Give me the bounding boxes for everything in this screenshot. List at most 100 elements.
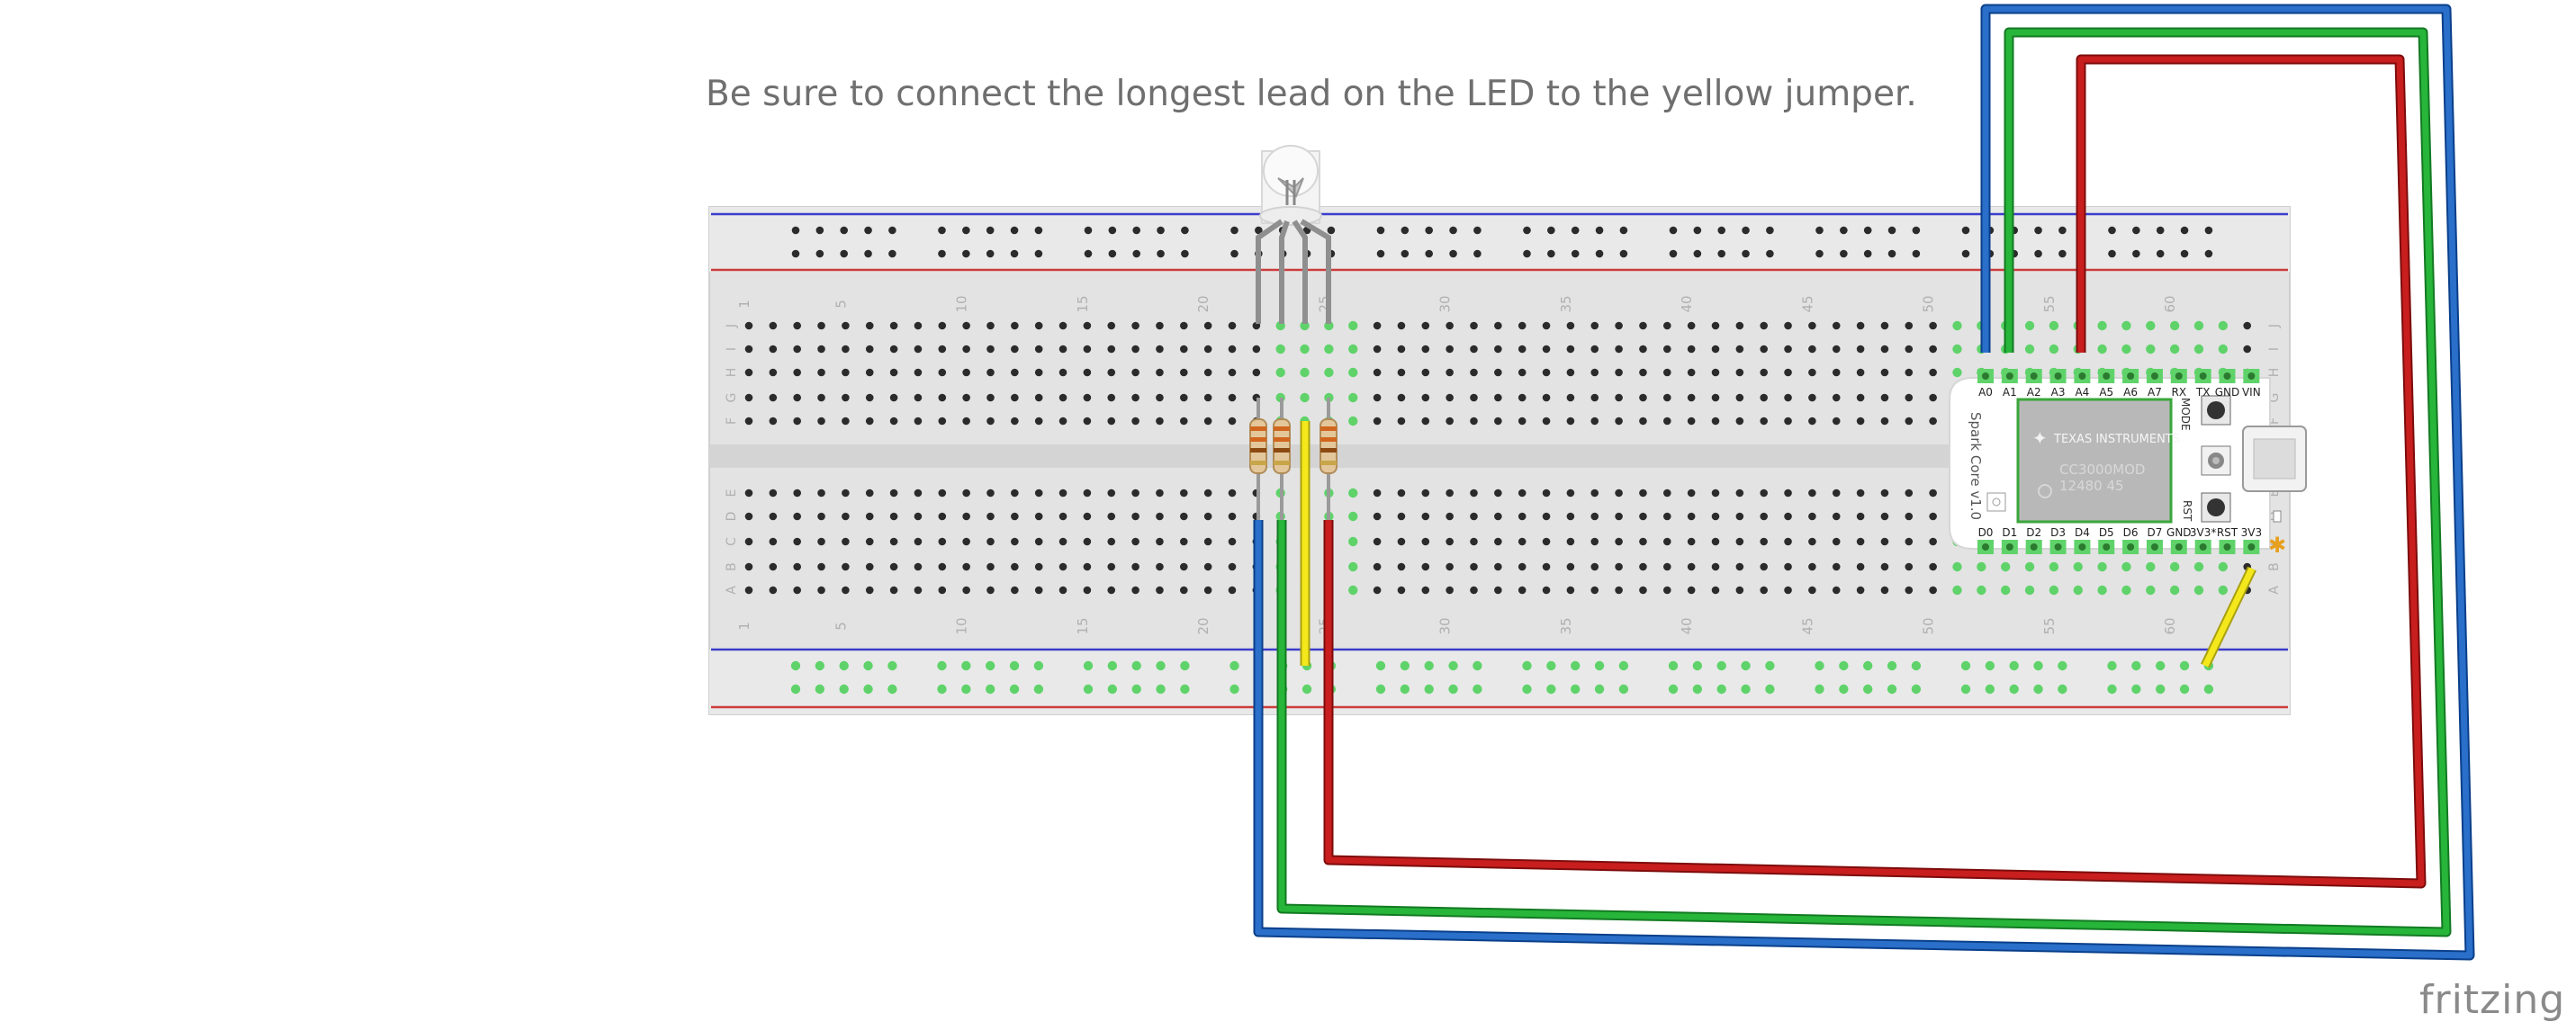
breadboard-hole	[1446, 586, 1454, 595]
rail-hole	[815, 226, 824, 235]
breadboard-hole	[1228, 512, 1237, 521]
breadboard-hole	[1663, 417, 1671, 426]
breadboard-hole	[817, 417, 825, 426]
breadboard-hole	[817, 512, 825, 521]
breadboard-hole	[962, 345, 970, 354]
breadboard-hole	[1542, 537, 1551, 546]
breadboard-hole	[1470, 586, 1478, 595]
column-number: 1	[736, 300, 752, 309]
rail-hole	[1523, 226, 1531, 235]
rail-hole	[791, 249, 800, 258]
breadboard-hole	[1615, 417, 1623, 426]
breadboard-hole	[889, 345, 898, 354]
breadboard-hole	[1397, 562, 1406, 571]
breadboard-hole	[1711, 368, 1720, 377]
breadboard-hole	[2146, 561, 2156, 572]
breadboard-hole	[1880, 321, 1889, 330]
rail-hole	[2204, 226, 2213, 235]
rail-hole	[1033, 684, 1044, 695]
breadboard-hole	[2097, 561, 2107, 572]
breadboard-hole	[1494, 417, 1502, 426]
breadboard-hole	[842, 368, 850, 377]
breadboard-hole	[1929, 321, 1937, 330]
breadboard-hole	[2146, 320, 2156, 331]
breadboard-hole	[1663, 368, 1671, 377]
rgb-led	[1256, 145, 1331, 324]
jumper-wires	[1253, 4, 2475, 961]
rail-hole	[2058, 660, 2067, 671]
breadboard-hole	[1203, 537, 1212, 546]
rail-hole	[1668, 684, 1679, 695]
breadboard-hole	[793, 417, 801, 426]
breadboard-hole	[744, 537, 753, 546]
rail-hole	[1181, 249, 1189, 258]
rail-hole	[1692, 660, 1703, 671]
breadboard-hole	[1808, 345, 1816, 354]
breadboard-hole	[2121, 344, 2131, 354]
breadboard-hole	[769, 489, 778, 498]
rail-hole	[1448, 684, 1458, 695]
rail-hole	[2033, 660, 2043, 671]
rail-hole	[1375, 660, 1386, 671]
breadboard-hole	[1518, 512, 1527, 521]
row-letter: F	[725, 417, 739, 425]
core-pin-hole	[2030, 372, 2038, 380]
breadboard-hole	[1518, 586, 1527, 595]
rail-hole	[1157, 249, 1165, 258]
breadboard-hole	[1566, 321, 1575, 330]
rail-hole	[937, 684, 947, 695]
breadboard-hole	[793, 489, 801, 498]
breadboard-hole	[817, 368, 825, 377]
breadboard-hole	[1228, 368, 1237, 377]
rail-hole	[839, 684, 849, 695]
breadboard-hole	[1373, 345, 1382, 354]
breadboard-hole	[962, 512, 970, 521]
breadboard-hole	[769, 586, 778, 595]
breadboard-hole	[1034, 345, 1043, 354]
rail-hole	[1033, 660, 1044, 671]
breadboard-hole	[1784, 562, 1792, 571]
rail-hole	[2107, 684, 2117, 695]
breadboard-hole	[1083, 417, 1092, 426]
core-pin-label: A3	[2051, 386, 2066, 399]
breadboard-hole	[1615, 537, 1623, 546]
breadboard-hole	[1929, 562, 1937, 571]
breadboard-hole	[842, 586, 850, 595]
breadboard-hole	[2024, 320, 2035, 331]
breadboard-hole	[1566, 417, 1575, 426]
rail-hole	[1473, 226, 1482, 235]
breadboard-hole	[1880, 512, 1889, 521]
breadboard-hole	[1156, 368, 1164, 377]
breadboard-hole	[1687, 537, 1696, 546]
rail-hole	[1132, 226, 1140, 235]
breadboard-hole	[2049, 585, 2059, 596]
breadboard-hole	[1590, 512, 1599, 521]
breadboard-hole	[889, 321, 898, 330]
breadboard-hole	[1760, 586, 1768, 595]
breadboard-hole	[1203, 321, 1212, 330]
breadboard-hole	[1542, 345, 1551, 354]
core-pin-hole	[2247, 543, 2256, 551]
breadboard-hole	[1494, 586, 1502, 595]
breadboard-hole	[1929, 368, 1937, 377]
breadboard-hole	[1252, 345, 1261, 354]
breadboard-hole	[1107, 321, 1116, 330]
breadboard-hole	[1880, 586, 1889, 595]
core-pin-hole	[2078, 543, 2086, 551]
breadboard-hole	[769, 368, 778, 377]
rail-hole	[1669, 226, 1678, 235]
breadboard-hole	[889, 562, 898, 571]
breadboard-hole	[986, 562, 995, 571]
breadboard-hole	[865, 417, 874, 426]
rail-hole	[1229, 660, 1239, 671]
breadboard-hole	[744, 321, 753, 330]
breadboard-hole	[1784, 586, 1792, 595]
breadboard-hole	[1421, 368, 1430, 377]
breadboard-hole	[914, 417, 923, 426]
breadboard-hole	[1180, 345, 1188, 354]
breadboard-hole	[914, 345, 923, 354]
row-letter: G	[2267, 393, 2282, 403]
breadboard-hole	[2121, 585, 2131, 596]
row-letter: A	[725, 586, 739, 595]
breadboard-hole	[2193, 561, 2204, 572]
